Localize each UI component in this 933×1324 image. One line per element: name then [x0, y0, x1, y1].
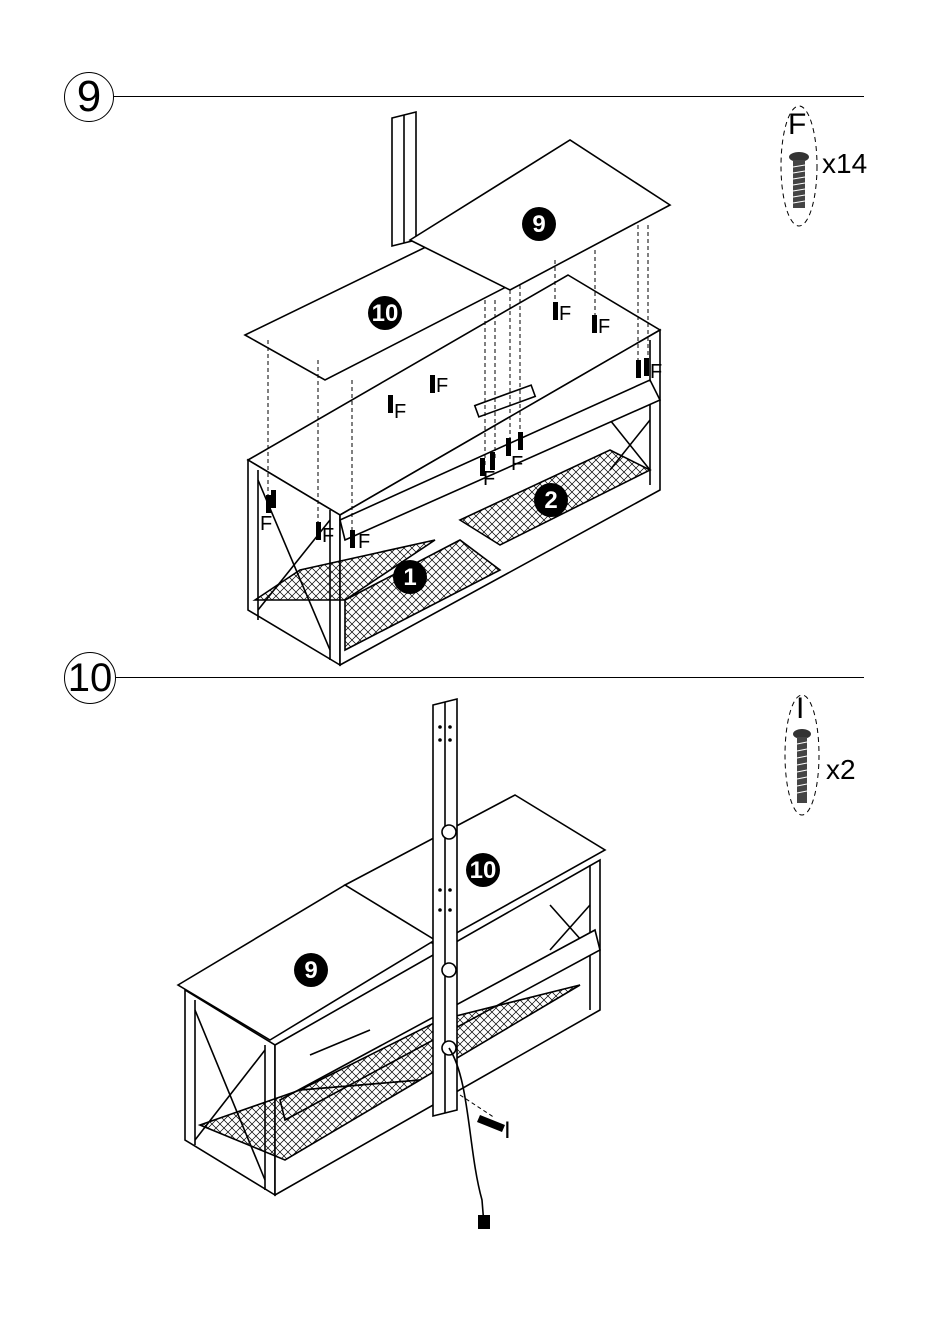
part-badge-10: 10 [368, 296, 402, 330]
step-10-divider [116, 677, 864, 678]
screw-label: F [436, 375, 448, 397]
screw-label: I [504, 1117, 511, 1144]
part-number: 10 [372, 300, 399, 327]
part-number: 9 [304, 957, 317, 984]
part-badge-2: 2 [534, 483, 568, 517]
screw-label: F [598, 316, 610, 338]
screw-label: F [650, 361, 662, 383]
step-10-assembly-illustration: I 10 9 [0, 690, 933, 1250]
part-badge-9: 9 [294, 953, 328, 987]
part-badge-1: 1 [393, 560, 427, 594]
part-number: 1 [403, 564, 416, 591]
screw-label: F [559, 303, 571, 325]
screw-label: F [483, 468, 495, 490]
screw-label: F [394, 401, 406, 423]
screw-label: F [511, 453, 523, 475]
part-badge-10: 10 [466, 853, 500, 887]
step-9-divider [114, 96, 864, 97]
screw-label: F [358, 531, 370, 553]
part-number: 10 [470, 857, 497, 884]
part-number: 2 [544, 487, 557, 514]
screw-label: F [260, 513, 272, 535]
screw-label: F [322, 525, 334, 547]
part-badge-9: 9 [522, 207, 556, 241]
step-9-assembly-illustration: F F F F F F F F F F 10 9 1 2 [0, 100, 933, 680]
part-number: 9 [532, 211, 545, 238]
